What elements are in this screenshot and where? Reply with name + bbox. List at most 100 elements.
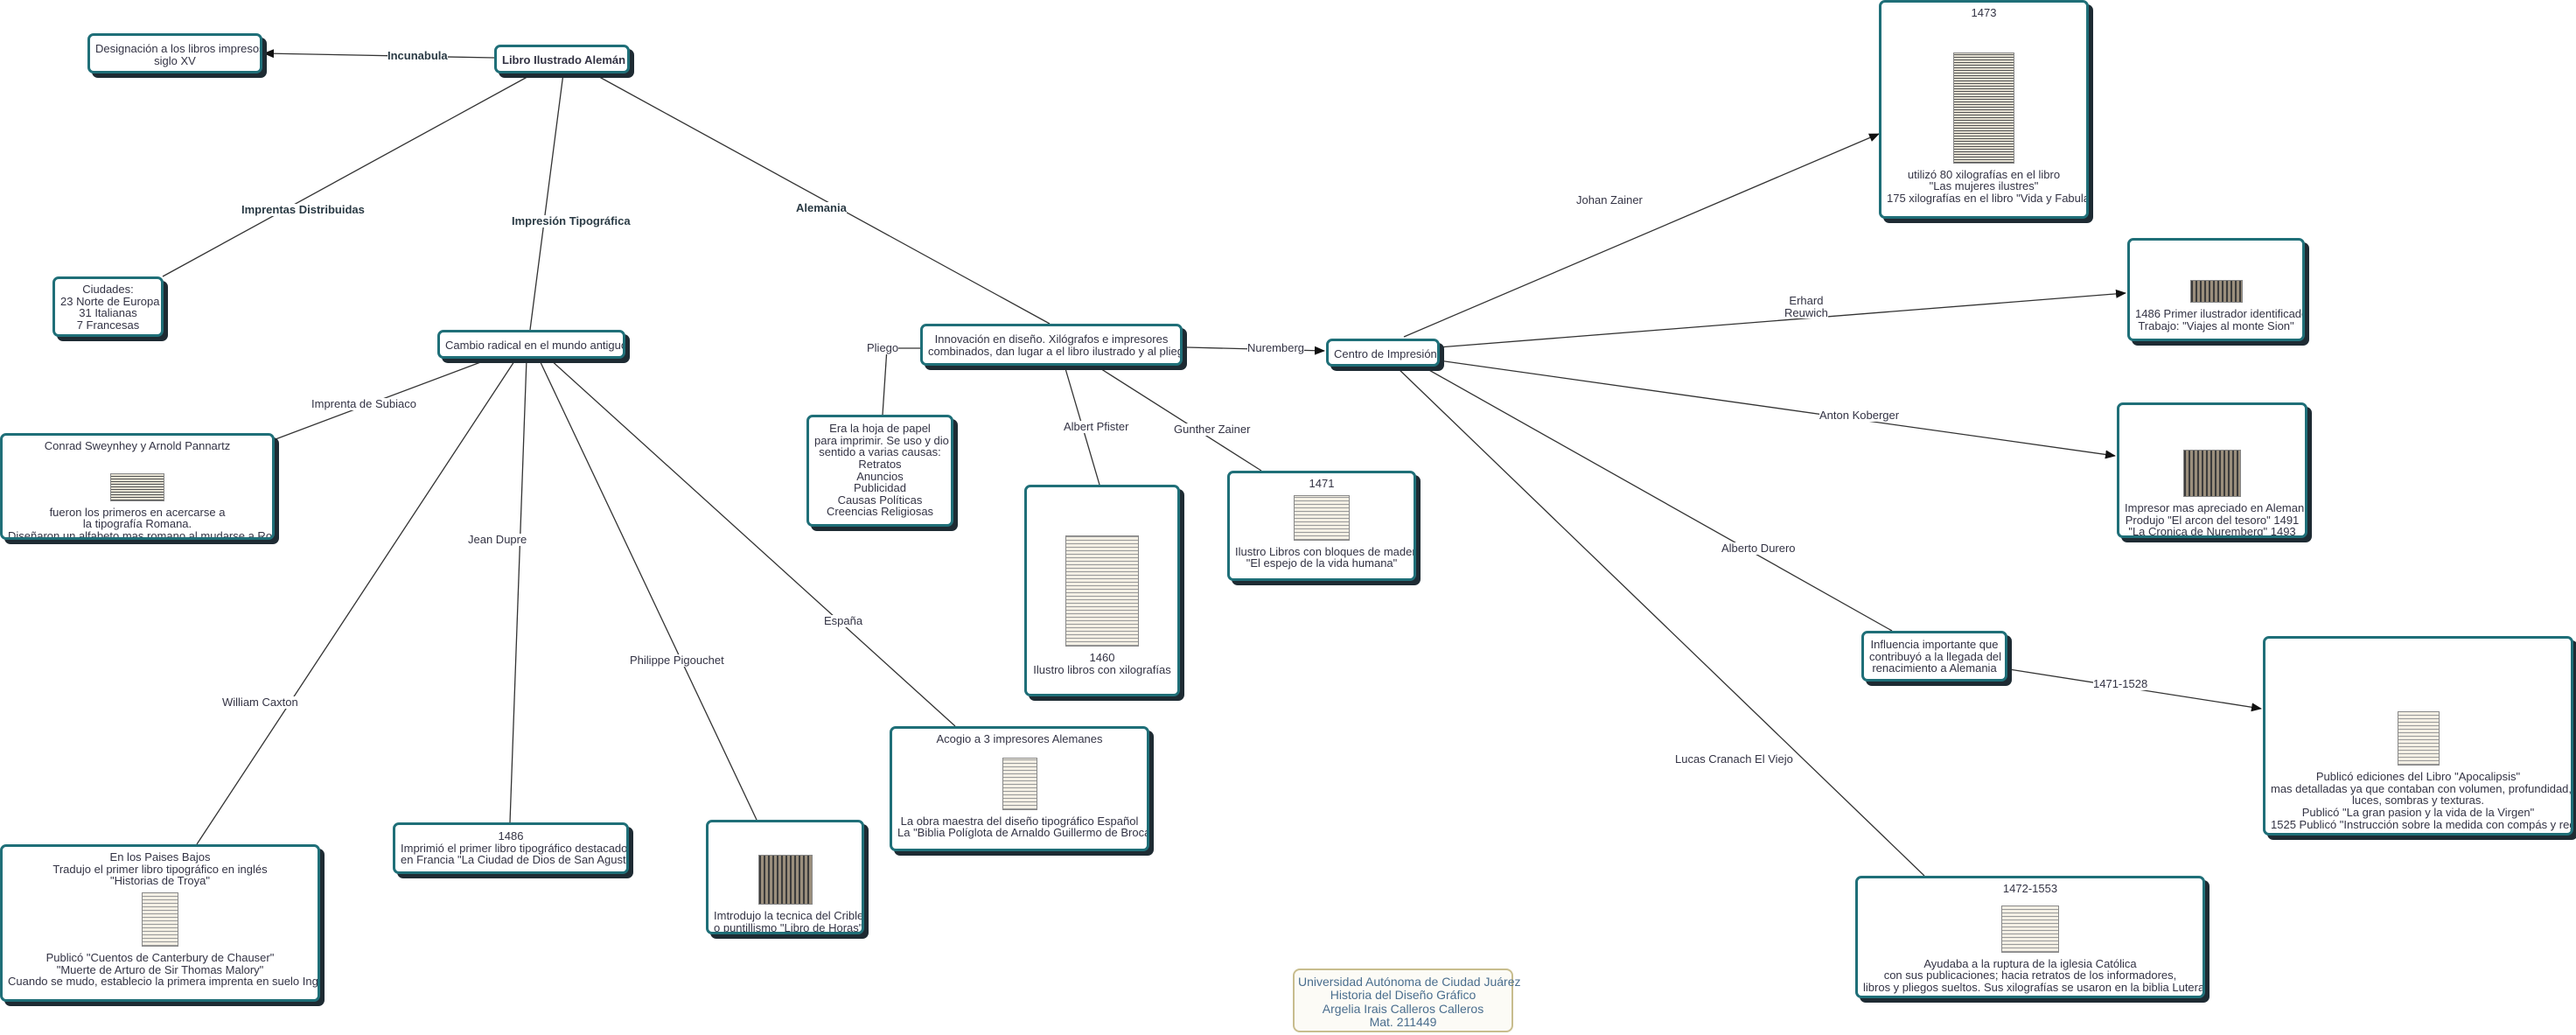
node-pliego[interactable]: Era la hoja de papel para imprimir. Se u… xyxy=(806,415,953,527)
node-text: 23 Norte de Europa xyxy=(60,294,160,308)
node-text: para imprimir. Se uso y dio xyxy=(814,433,949,447)
label-tipografica: Impresión Tipográfica xyxy=(512,214,631,227)
link-caxton xyxy=(196,358,517,845)
node-koberger[interactable]: Impresor mas apreciado en Alemania Produ… xyxy=(2117,402,2307,538)
node-text: "Muerte de Arturo de Sir Thomas Malory" xyxy=(56,962,264,976)
node-text: o puntillismo "Libro de Horas" xyxy=(714,920,863,934)
node-text: Publicidad xyxy=(854,481,906,495)
node-text: Anuncios xyxy=(856,469,904,483)
node-text: 7 Francesas xyxy=(76,318,140,332)
node-ciudades[interactable]: Ciudades: 23 Norte de Europa 31 Italiana… xyxy=(52,276,164,337)
book-illustration-image xyxy=(110,472,164,501)
node-influencia[interactable]: Influencia importante que contribuyó a l… xyxy=(1861,631,2007,682)
label-subiaco: Imprenta de Subiaco xyxy=(311,397,416,410)
node-text: Centro de Impresión xyxy=(1334,347,1437,360)
node-text: Causas Políticas xyxy=(837,493,923,507)
link-espana xyxy=(548,358,956,727)
node-text: 1486 xyxy=(498,829,524,843)
node-text: Produjo "El arcon del tesoro" 1491 xyxy=(2125,513,2300,527)
link-incunabula xyxy=(263,49,495,59)
node-text: La "Biblia Políglota de Arnaldo Guillerm… xyxy=(897,826,1149,840)
university-name: Universidad Autónoma de Ciudad Juárez xyxy=(1298,975,1521,989)
label-espana: España xyxy=(824,614,863,627)
node-text: Designación a los libros impresos xyxy=(95,42,262,55)
node-text: "La Cronica de Nuremberg" 1493 xyxy=(2128,525,2296,538)
book-illustration-image xyxy=(2397,711,2440,766)
book-illustration-image xyxy=(2189,280,2243,303)
node-reuwich[interactable]: 1486 Primer ilustrador identificado Trab… xyxy=(2127,238,2305,341)
book-illustration-image xyxy=(1002,757,1037,810)
node-text: renacimiento a Alemania xyxy=(1872,661,1997,675)
node-text: 175 xilografías en el libro "Vida y Fabu… xyxy=(1887,191,2089,205)
label-dupre: Jean Dupre xyxy=(468,533,527,546)
book-illustration-image xyxy=(1294,494,1350,541)
node-pigouchet[interactable]: Imtrodujo la tecnica del Crible o puntil… xyxy=(706,820,864,934)
node-text: Diseñaron un alfabeto mas romano al muda… xyxy=(8,528,275,540)
link-pliego-b xyxy=(882,347,888,416)
label-pfister: Albert Pfister xyxy=(1064,420,1129,433)
label-years: 1471-1528 xyxy=(2093,677,2148,690)
node-dupre[interactable]: 1486 Imprimió el primer libro tipográfic… xyxy=(393,822,629,874)
node-text: Libro Ilustrado Alemán xyxy=(502,53,626,66)
node-text: Influencia importante que xyxy=(1870,638,1999,651)
node-text: 1486 Primer ilustrador identificado xyxy=(2135,307,2305,320)
label-erhard-line: Erhard xyxy=(1789,294,1824,307)
node-centro-impresion[interactable]: Centro de Impresión xyxy=(1326,339,1440,367)
link-durero xyxy=(1421,365,1893,632)
link-koberger xyxy=(1438,360,2116,459)
node-text: Creencias Religiosas xyxy=(826,505,934,519)
book-illustration-image xyxy=(2001,905,2059,953)
author-credit-box: Universidad Autónoma de Ciudad Juárez Hi… xyxy=(1293,969,1521,1032)
link-alemania xyxy=(592,73,1051,325)
label-cranach: Lucas Cranach El Viejo xyxy=(1675,752,1793,766)
node-libro-ilustrado-aleman[interactable]: Libro Ilustrado Alemán xyxy=(494,45,630,73)
book-illustration-image xyxy=(1953,52,2014,164)
node-caxton[interactable]: En los Paises Bajos Tradujo el primer li… xyxy=(0,844,320,1002)
node-text: Ilustro libros con xilografías xyxy=(1033,662,1171,676)
node-text: 1471 xyxy=(1309,477,1335,490)
node-text: Trabajo: "Viajes al monte Sion" xyxy=(2138,318,2294,332)
link-johan xyxy=(1403,133,1880,338)
node-text: mas detalladas ya que contaban con volum… xyxy=(2271,781,2573,795)
label-gunther: Gunther Zainer xyxy=(1174,423,1251,436)
node-text: en Francia "La Ciudad de Dios de San Agu… xyxy=(401,853,629,867)
link-imprentas xyxy=(162,73,534,277)
node-text: luces, sombras y texturas. xyxy=(2352,794,2484,808)
node-text: Imprimió el primer libro tipográfico des… xyxy=(401,841,628,855)
node-conrad[interactable]: Conrad Sweynhey y Arnold Pannartz fueron… xyxy=(0,433,275,540)
node-text: Conrad Sweynhey y Arnold Pannartz xyxy=(44,439,231,452)
node-espana[interactable]: Acogio a 3 impresores Alemanes La obra m… xyxy=(890,726,1149,851)
book-illustration-image xyxy=(2183,450,2241,497)
node-cambio-radical[interactable]: Cambio radical en el mundo antiguo xyxy=(437,330,625,359)
link-cranach xyxy=(1394,365,1925,877)
label-pigouchet: Philippe Pigouchet xyxy=(630,654,724,667)
node-text: Cambio radical en el mundo antiguo xyxy=(445,339,625,352)
node-innovacion[interactable]: Innovación en diseño. Xilógrafos e impre… xyxy=(920,324,1183,366)
label-erhard: Erhard Reuwich xyxy=(1784,294,1828,319)
node-johan-zainer[interactable]: 1473 utilizó 80 xilografías en el libro … xyxy=(1879,0,2089,219)
node-text: Imtrodujo la tecnica del Crible xyxy=(714,909,864,922)
node-text: Impresor mas apreciado en Alemania xyxy=(2125,501,2307,514)
link-gunther xyxy=(1095,365,1262,472)
node-text: libros y pliegos sueltos. Sus xilografía… xyxy=(1863,980,2205,994)
label-koberger: Anton Koberger xyxy=(1819,409,1900,422)
node-text: Ayudaba a la ruptura de la iglesia Catól… xyxy=(1923,956,2137,970)
node-text: "Las mujeres ilustres" xyxy=(1929,179,2039,193)
label-caxton: William Caxton xyxy=(222,696,298,709)
label-incunabula: Incunabula xyxy=(387,49,448,62)
node-text: Publicó "Cuentos de Canterbury de Chause… xyxy=(45,950,275,964)
link-dupre xyxy=(509,358,527,823)
node-text: La obra maestra del diseño tipográfico E… xyxy=(900,814,1139,828)
label-pliego: Pliego xyxy=(867,341,899,354)
node-text: utilizó 80 xilografías en el libro xyxy=(1907,167,2061,181)
node-cranach[interactable]: 1472-1553 Ayudaba a la ruptura de la igl… xyxy=(1855,876,2205,998)
node-gunther[interactable]: 1471 Ilustro Libros con bloques de mader… xyxy=(1227,471,1416,581)
node-text: combinados, dan lugar a el libro ilustra… xyxy=(928,344,1183,358)
node-pfister[interactable]: 1460 Ilustro libros con xilografías xyxy=(1024,485,1180,696)
node-text: Publicó ediciones del Libro "Apocalipsis… xyxy=(2315,770,2521,783)
node-apocalipsis[interactable]: Publicó ediciones del Libro "Apocalipsis… xyxy=(2263,636,2573,836)
node-text: sentido a varias causas: xyxy=(819,445,941,459)
node-designacion[interactable]: Designación a los libros impresos siglo … xyxy=(87,33,262,73)
node-text: siglo XV xyxy=(154,53,196,67)
